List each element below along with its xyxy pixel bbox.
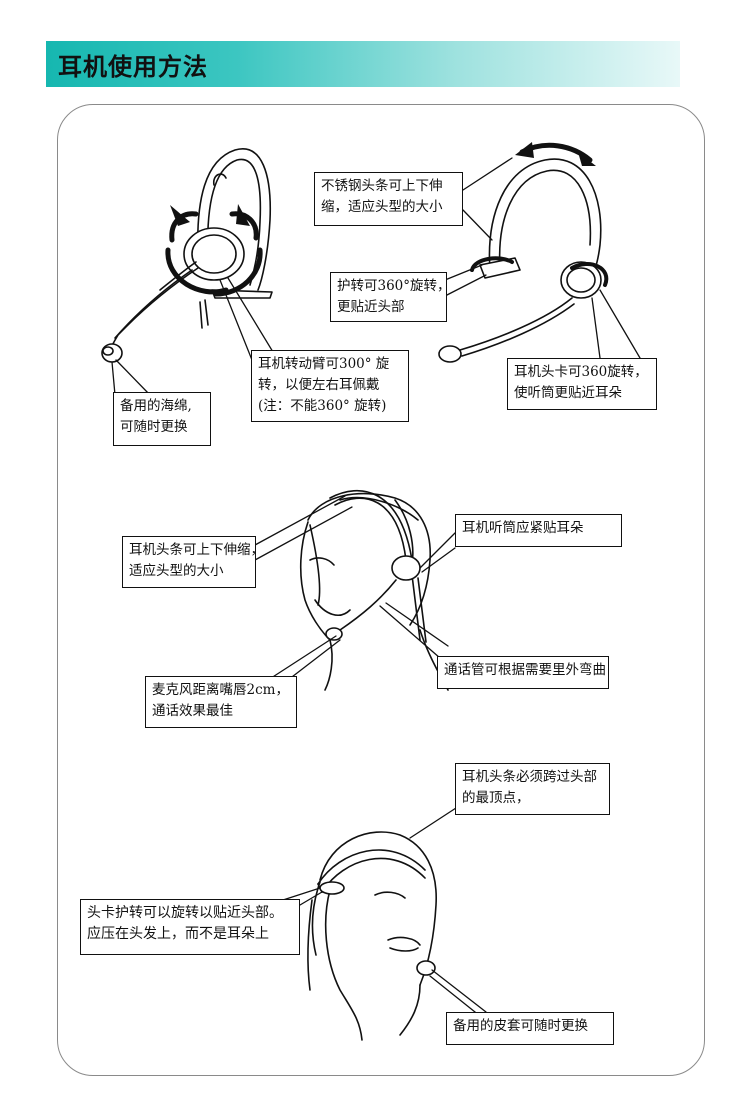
callout-clip-guard: 头卡护转可以旋转以贴近头部。 应压在头发上，而不是耳朵上 <box>80 899 300 955</box>
callout-receiver-ear: 耳机听筒应紧贴耳朵 <box>455 514 622 547</box>
headset-left-drawing <box>101 148 273 363</box>
callout-line: 麦克风距离嘴唇2cm， <box>152 682 289 698</box>
small-rotate-icons <box>470 256 609 287</box>
rotate-arrowheads-icon <box>170 204 250 226</box>
callout-arm-rotation: 耳机转动臂可300° 旋 转，以便左右耳佩戴 (注：不能360° 旋转) <box>251 350 409 422</box>
callout-line: 护转可360°旋转， <box>337 278 451 294</box>
callout-line: 通话效果最佳 <box>152 703 233 719</box>
instruction-frame <box>57 104 705 1076</box>
callout-line: 应压在头发上，而不是耳朵上 <box>87 926 269 942</box>
leader-lines <box>111 157 641 1017</box>
callout-line: 头卡护转可以旋转以贴近头部。 <box>87 905 283 921</box>
callout-guard-rotation: 护转可360°旋转， 更贴近头部 <box>330 272 451 322</box>
rotate-arrows-icon <box>165 211 263 297</box>
callout-line: 不锈钢头条可上下伸 <box>321 178 443 194</box>
woman-face-front-drawing <box>307 831 437 1041</box>
headband-on-woman <box>317 849 436 976</box>
callout-line: 耳机头卡可360旋转， <box>514 364 648 380</box>
callout-line: 缩，适应头型的大小 <box>321 199 443 215</box>
callout-line: 更贴近头部 <box>337 299 405 315</box>
callout-line: 耳机头条必须跨过头部 <box>462 769 597 785</box>
callout-line: 使听筒更贴近耳朵 <box>514 385 622 401</box>
callout-headband-adjust: 耳机头条可上下伸缩， 适应头型的大小 <box>122 536 264 588</box>
callout-line: (注：不能360° 旋转) <box>258 398 387 414</box>
double-arrowheads-icon <box>515 142 596 166</box>
callout-line: 通话管可根据需要里外弯曲 <box>444 662 606 678</box>
callout-spare-sponge: 备用的海绵, 可随时更换 <box>113 392 211 446</box>
callout-steel-headband: 不锈钢头条可上下伸 缩，适应头型的大小 <box>314 172 463 226</box>
section-header: 耳机使用方法 <box>46 41 680 87</box>
callout-headband-top: 耳机头条必须跨过头部 的最顶点， <box>455 763 610 815</box>
callout-line: 耳机头条可上下伸缩， <box>129 542 264 558</box>
callout-mic-distance: 麦克风距离嘴唇2cm， 通话效果最佳 <box>145 676 297 728</box>
section-title: 耳机使用方法 <box>58 53 208 81</box>
callout-clip-rotation: 耳机头卡可360旋转， 使听筒更贴近耳朵 <box>507 358 657 410</box>
callout-line: 转，以便左右耳佩戴 <box>258 377 380 393</box>
callout-line: 耳机听筒应紧贴耳朵 <box>462 520 584 536</box>
callout-line: 的最顶点， <box>462 790 530 806</box>
callout-line: 耳机转动臂可300° 旋 <box>258 356 390 372</box>
callout-tube-bend: 通话管可根据需要里外弯曲 <box>437 656 609 689</box>
callout-line: 备用的海绵, <box>120 398 192 414</box>
callout-leather-cover: 备用的皮套可随时更换 <box>446 1012 614 1045</box>
headset-band-on-woman <box>325 489 421 641</box>
headset-right-drawing <box>438 158 602 363</box>
callout-line: 适应头型的大小 <box>129 563 224 579</box>
callout-line: 可随时更换 <box>120 419 188 435</box>
callout-line: 备用的皮套可随时更换 <box>453 1018 588 1034</box>
